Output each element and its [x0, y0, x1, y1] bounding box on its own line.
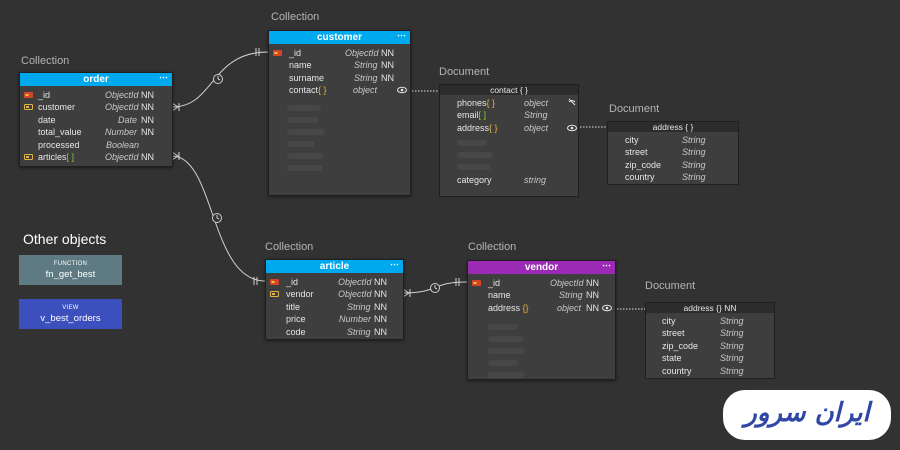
entity-title: vendor	[524, 262, 559, 273]
field-row[interactable]: articles[ ] ObjectId NN	[20, 151, 172, 163]
field-placeholder	[488, 360, 518, 367]
ellipsis-icon[interactable]: ⋯	[390, 259, 399, 269]
eye-icon[interactable]	[567, 124, 577, 132]
field-placeholder	[457, 164, 491, 171]
field-row[interactable]: contact{ } object	[269, 84, 410, 96]
collection-label: Collection	[21, 55, 70, 67]
field-row[interactable]: _id ObjectId NN	[266, 276, 403, 288]
field-row[interactable]: total_value Number NN	[38, 127, 154, 138]
function-box[interactable]: FUNCTION fn_get_best	[19, 255, 122, 285]
field-row[interactable]: category string	[457, 175, 547, 186]
vendor-address-header[interactable]: address {} NN	[646, 303, 774, 313]
field-row[interactable]: vendor ObjectId NN	[266, 288, 403, 300]
field-row[interactable]: name String NN	[289, 60, 394, 71]
field-row[interactable]: _id ObjectId NN	[269, 47, 410, 59]
field-row[interactable]: surname String NN	[289, 72, 394, 83]
field-placeholder	[287, 140, 315, 147]
foreign-key-icon	[270, 291, 279, 298]
order-header[interactable]: order ⋯	[20, 72, 172, 86]
view-kind-label: VIEW	[62, 305, 79, 311]
customer-collection[interactable]: customer ⋯ _id ObjectId NN name String NN…	[268, 30, 411, 196]
field-placeholder	[287, 164, 323, 171]
address-header[interactable]: address { }	[608, 122, 738, 132]
field-placeholder	[287, 128, 325, 135]
eye-icon[interactable]	[602, 304, 612, 312]
ellipsis-icon[interactable]: ⋯	[602, 260, 611, 270]
field-placeholder	[488, 348, 524, 355]
field-row[interactable]: address{ } object	[440, 122, 578, 134]
field-placeholder	[287, 104, 321, 111]
foreign-key-icon	[24, 104, 33, 111]
foreign-key-icon	[24, 153, 33, 160]
field-row[interactable]: customer ObjectId NN	[20, 101, 172, 113]
view-box[interactable]: VIEW v_best_orders	[19, 299, 122, 329]
field-row[interactable]: _id ObjectId NN	[20, 89, 172, 101]
field-row[interactable]: name String NN	[488, 290, 599, 301]
collection-label: Collection	[265, 241, 314, 253]
contact-header[interactable]: contact { }	[440, 85, 578, 95]
customer-header[interactable]: customer ⋯	[269, 30, 410, 44]
logo-text: ایران سرور	[744, 398, 870, 428]
field-row[interactable]: processed Boolean	[38, 139, 140, 150]
entity-title: article	[319, 261, 350, 272]
eye-hidden-icon[interactable]	[568, 98, 576, 106]
collection-label: Collection	[271, 11, 320, 23]
field-placeholder	[457, 152, 493, 159]
view-name: v_best_orders	[40, 313, 101, 324]
ellipsis-icon[interactable]: ⋯	[397, 30, 406, 40]
field-row[interactable]: email[ ] String	[457, 110, 548, 121]
key-icon	[472, 280, 481, 286]
field-row[interactable]: title String NN	[286, 301, 387, 312]
field-placeholder	[488, 372, 524, 379]
document-label: Document	[439, 66, 490, 78]
field-row[interactable]: address {} object NN	[468, 302, 615, 314]
order-collection[interactable]: order ⋯ _id ObjectId NN customer ObjectId…	[19, 72, 173, 167]
field-row[interactable]: _id ObjectId NN	[468, 277, 615, 289]
function-kind-label: FUNCTION	[53, 261, 88, 267]
vendor-collection[interactable]: vendor ⋯ _id ObjectId NN name String NN a…	[467, 260, 616, 380]
field-placeholder	[287, 152, 323, 159]
document-label: Document	[609, 103, 660, 115]
vendor-header[interactable]: vendor ⋯	[468, 260, 615, 274]
article-collection[interactable]: article ⋯ _id ObjectId NN vendor ObjectId…	[265, 259, 404, 340]
other-objects-heading: Other objects	[23, 231, 107, 247]
contact-document[interactable]: contact { } phones{ } object email[ ] St…	[439, 84, 579, 197]
field-row[interactable]: phones{ } object	[440, 97, 578, 109]
document-label: Document	[645, 280, 696, 292]
collection-label: Collection	[468, 241, 517, 253]
field-row[interactable]: date Date NN	[38, 114, 154, 125]
field-row[interactable]: price Number NN	[286, 314, 387, 325]
ellipsis-icon[interactable]: ⋯	[159, 72, 168, 82]
field-placeholder	[488, 324, 518, 331]
key-icon	[273, 50, 282, 56]
field-placeholder	[457, 140, 487, 147]
brand-logo: ایران سرور	[723, 390, 891, 440]
key-icon	[270, 279, 279, 285]
field-row[interactable]: code String NN	[286, 326, 387, 337]
entity-title: order	[83, 74, 109, 85]
field-placeholder	[287, 116, 319, 123]
key-icon	[24, 92, 33, 98]
entity-title: customer	[316, 32, 362, 43]
eye-icon[interactable]	[397, 86, 407, 94]
field-placeholder	[488, 336, 524, 343]
function-name: fn_get_best	[45, 269, 96, 280]
article-header[interactable]: article ⋯	[266, 259, 403, 273]
